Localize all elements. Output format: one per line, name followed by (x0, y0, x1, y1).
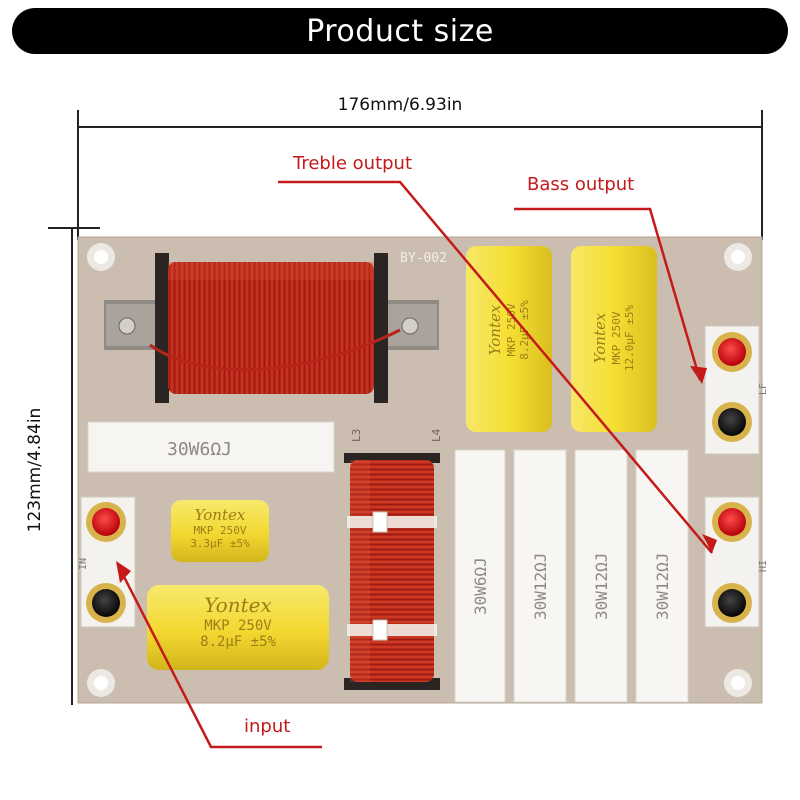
capacitor-2: Yontex MKP 250V 12.0μF ±5% (571, 246, 657, 432)
product-size-title: Product size (306, 13, 494, 49)
height-dimension-label: 123mm/4.84in (25, 407, 45, 533)
terminal-input-label: IN (78, 558, 89, 570)
terminal-block-input: IN (78, 496, 136, 628)
bass-callout-arrow (514, 207, 707, 384)
capacitor-3-value: 3.3μF ±5% (190, 537, 250, 550)
treble-output-label: Treble output (293, 153, 413, 174)
terminal-block-hf: HI (704, 496, 769, 628)
capacitor-1-rating: MKP 250V (505, 303, 518, 356)
resistor-top-label: 30W6ΩJ (167, 439, 232, 460)
capacitor-3: Yontex MKP 250V 3.3μF ±5% (171, 500, 269, 562)
resistor-vertical-4: 30W12ΩJ (635, 449, 689, 703)
board-model-text: BY-002 (400, 251, 447, 266)
capacitor-4-rating: MKP 250V (204, 618, 272, 634)
terminal-block-lf: LF (704, 325, 769, 455)
input-label: input (244, 716, 291, 737)
mounting-holes (87, 243, 752, 697)
coil-label-l3: L3 (350, 429, 363, 442)
capacitor-4: Yontex MKP 250V 8.2μF ±5% (147, 585, 329, 670)
capacitor-1: Yontex MKP 250V 8.2μF ±5% (466, 246, 552, 432)
input-callout-arrow (116, 561, 322, 749)
terminal-lf-label: LF (758, 383, 769, 395)
capacitor-3-rating: MKP 250V (194, 524, 247, 537)
height-dimension-line (48, 227, 100, 705)
title-banner: Product size (12, 8, 788, 54)
bass-output-label: Bass output (527, 174, 635, 195)
resistor-top: 30W6ΩJ (87, 421, 335, 473)
width-dimension-label: 176mm/6.93in (337, 95, 463, 115)
vertical-inductor-coil (344, 453, 440, 690)
resistor-vertical-2: 30W12ΩJ (513, 449, 567, 703)
resistor-vertical-3-label: 30W12ΩJ (592, 553, 611, 620)
capacitor-1-brand: Yontex (486, 304, 504, 355)
resistor-vertical-2-label: 30W12ΩJ (531, 553, 550, 620)
resistor-vertical-1-label: 30W6ΩJ (471, 557, 490, 615)
width-dimension-line (77, 110, 763, 240)
horizontal-inductor-coil (104, 253, 439, 403)
resistor-vertical-3: 30W12ΩJ (574, 449, 628, 703)
resistor-vertical-4-label: 30W12ΩJ (653, 553, 672, 620)
capacitor-3-brand: Yontex (195, 506, 246, 524)
capacitor-4-brand: Yontex (204, 593, 272, 617)
capacitor-4-value: 8.2μF ±5% (200, 634, 276, 650)
resistor-vertical-1: 30W6ΩJ (454, 449, 506, 703)
capacitor-2-rating: MKP 250V (610, 311, 623, 364)
coil-label-l4: L4 (430, 428, 443, 442)
terminal-hf-label: HI (758, 560, 769, 572)
capacitor-2-brand: Yontex (591, 312, 609, 363)
treble-callout-arrow (278, 180, 717, 554)
capacitor-2-value: 12.0μF ±5% (623, 305, 636, 372)
